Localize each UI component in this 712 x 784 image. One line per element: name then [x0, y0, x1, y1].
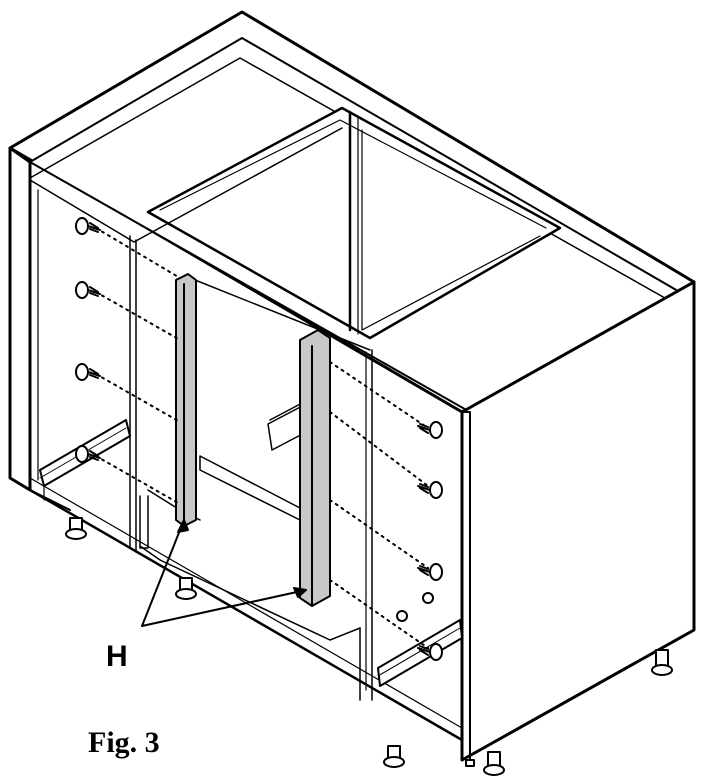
cam-fitting-icon [422, 592, 434, 604]
screws-left [75, 217, 101, 463]
leg-icon [651, 649, 673, 676]
bottom-front-rail [28, 477, 464, 742]
right-drawer-runner [377, 619, 463, 687]
leg-icon [175, 577, 197, 600]
left-side-panel [8, 146, 71, 511]
screw-icon [417, 563, 443, 581]
leg-icon [465, 759, 475, 767]
cabinet-interior [29, 127, 371, 701]
cam-fitting-icon [396, 610, 408, 622]
adjustable-legs [65, 517, 673, 776]
fastening-lines-left [95, 227, 181, 505]
leg-icon [483, 751, 505, 776]
part-label-h: H [106, 640, 128, 673]
callout-leader-lines [141, 519, 307, 627]
right-side-panel [365, 280, 696, 762]
screws-right [396, 421, 443, 661]
leg-icon [383, 745, 405, 768]
screw-icon [417, 643, 443, 661]
mounting-rail-right [299, 329, 331, 607]
leg-icon [65, 517, 87, 540]
fastening-lines-right [329, 361, 429, 649]
screw-icon [75, 281, 101, 299]
top-opening [146, 106, 562, 340]
screw-icon [417, 481, 443, 499]
screw-icon [75, 445, 101, 463]
figure-caption: Fig. 3 [88, 726, 160, 759]
mounting-rail-left [175, 273, 197, 527]
screw-icon [417, 421, 443, 439]
screw-icon [75, 217, 101, 235]
screw-icon [75, 363, 101, 381]
